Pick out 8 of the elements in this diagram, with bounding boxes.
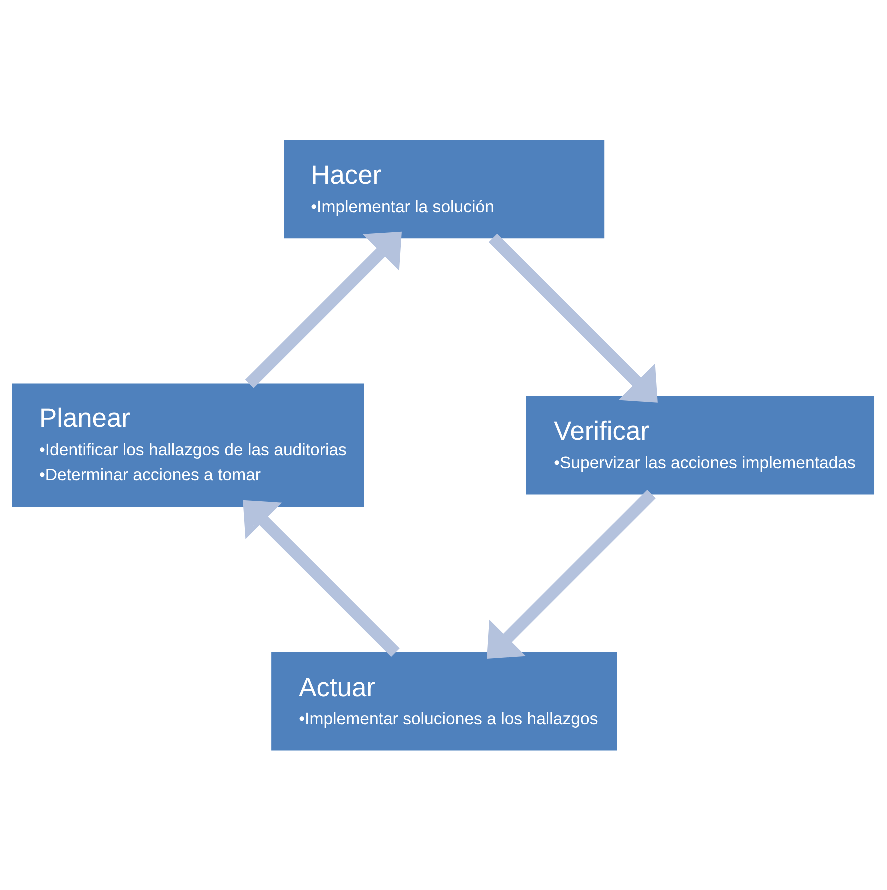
node-box: Verificar •Supervizar las acciones implementadas [526,396,874,494]
node-box: Actuar •Implementar soluciones a los hallazgos [272,652,618,750]
arrow [488,233,658,402]
arrow [245,231,402,388]
node-box: Hacer •Implementar la solución [284,140,605,238]
arrow [486,490,656,659]
arrow [243,500,400,657]
node-box: Planear •Identificar los hallazgos de las auditorias •Determinar acciones a tomar [12,383,364,507]
